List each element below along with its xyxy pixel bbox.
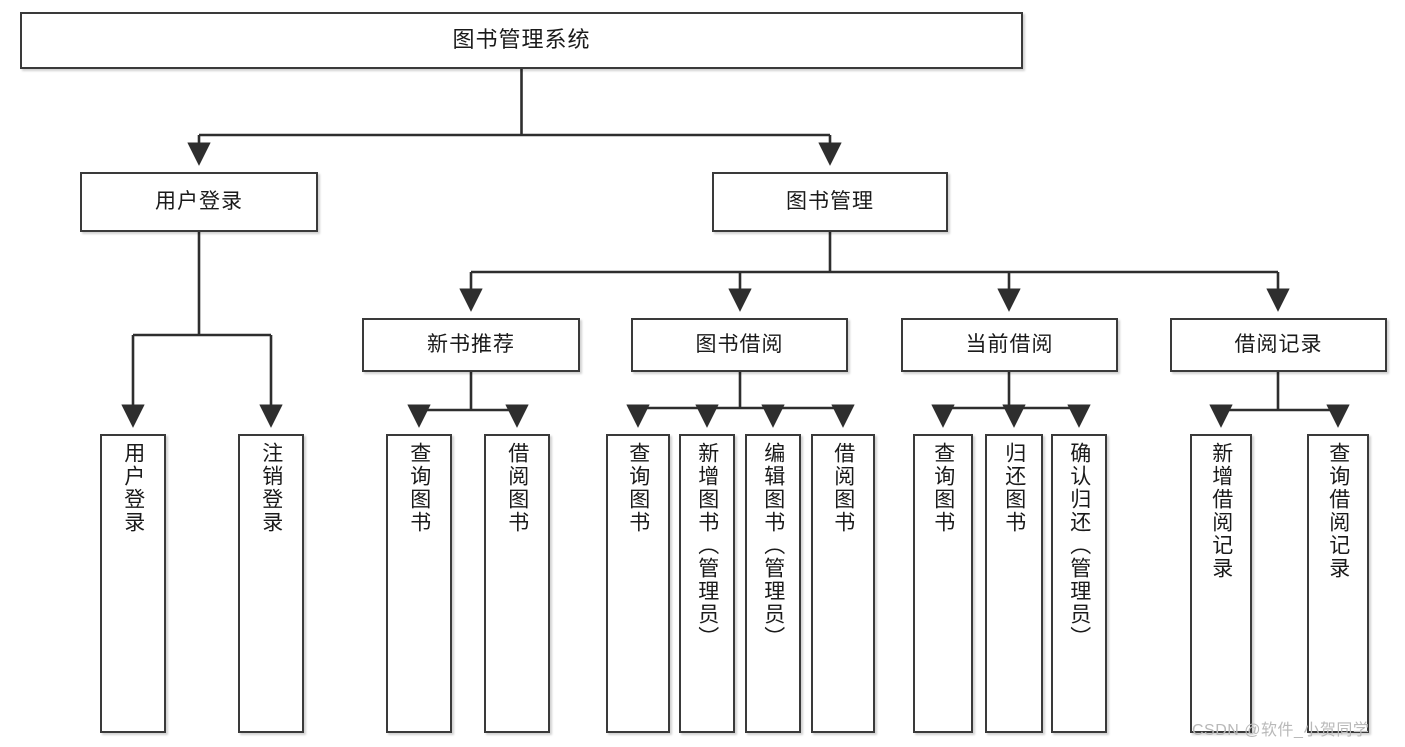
node-leaf-confirm-return-admin[interactable]: 确认归还（管理员） bbox=[1051, 434, 1107, 733]
node-borrow-record[interactable]: 借阅记录 bbox=[1170, 318, 1387, 372]
node-label: 图书管理系统 bbox=[452, 27, 591, 53]
node-label: 当前借阅 bbox=[965, 333, 1054, 357]
node-label: 确认归还（管理员） bbox=[1067, 442, 1091, 649]
node-root-book-management-system[interactable]: 图书管理系统 bbox=[20, 12, 1023, 69]
node-leaf-user-login[interactable]: 用户登录 bbox=[100, 434, 166, 733]
node-label: 新书推荐 bbox=[427, 333, 515, 357]
node-label: 借阅图书 bbox=[505, 442, 529, 534]
node-label: 图书借阅 bbox=[695, 333, 784, 357]
node-label: 查询图书 bbox=[407, 442, 431, 534]
node-leaf-borrow-book-recommend[interactable]: 借阅图书 bbox=[484, 434, 550, 733]
node-leaf-edit-book-admin[interactable]: 编辑图书（管理员） bbox=[745, 434, 801, 733]
node-label: 用户登录 bbox=[155, 190, 243, 214]
node-book-management[interactable]: 图书管理 bbox=[712, 172, 948, 232]
node-leaf-query-borrow-record[interactable]: 查询借阅记录 bbox=[1307, 434, 1369, 733]
node-label: 注销登录 bbox=[259, 442, 283, 534]
node-label: 借阅记录 bbox=[1234, 333, 1323, 357]
node-label: 用户登录 bbox=[121, 442, 145, 534]
node-new-book-recommend[interactable]: 新书推荐 bbox=[362, 318, 580, 372]
node-leaf-return-book[interactable]: 归还图书 bbox=[985, 434, 1043, 733]
node-leaf-query-book-current[interactable]: 查询图书 bbox=[913, 434, 973, 733]
node-leaf-user-logout[interactable]: 注销登录 bbox=[238, 434, 304, 733]
node-label: 查询借阅记录 bbox=[1326, 442, 1350, 580]
node-label: 借阅图书 bbox=[831, 442, 855, 534]
node-current-borrow[interactable]: 当前借阅 bbox=[901, 318, 1118, 372]
node-book-borrow[interactable]: 图书借阅 bbox=[631, 318, 848, 372]
node-user-login[interactable]: 用户登录 bbox=[80, 172, 318, 232]
node-leaf-borrow-book[interactable]: 借阅图书 bbox=[811, 434, 875, 733]
node-label: 图书管理 bbox=[786, 190, 874, 214]
node-label: 新增借阅记录 bbox=[1209, 442, 1233, 580]
node-label: 编辑图书（管理员） bbox=[761, 442, 785, 649]
node-label: 新增图书（管理员） bbox=[695, 442, 719, 649]
node-label: 归还图书 bbox=[1002, 442, 1026, 534]
node-label: 查询图书 bbox=[931, 442, 955, 534]
node-label: 查询图书 bbox=[626, 442, 650, 534]
node-leaf-query-book[interactable]: 查询图书 bbox=[606, 434, 670, 733]
node-leaf-query-book-recommend[interactable]: 查询图书 bbox=[386, 434, 452, 733]
csdn-watermark: CSDN @软件_小贺同学 bbox=[1192, 722, 1370, 739]
node-leaf-add-borrow-record[interactable]: 新增借阅记录 bbox=[1190, 434, 1252, 733]
node-leaf-add-book-admin[interactable]: 新增图书（管理员） bbox=[679, 434, 735, 733]
